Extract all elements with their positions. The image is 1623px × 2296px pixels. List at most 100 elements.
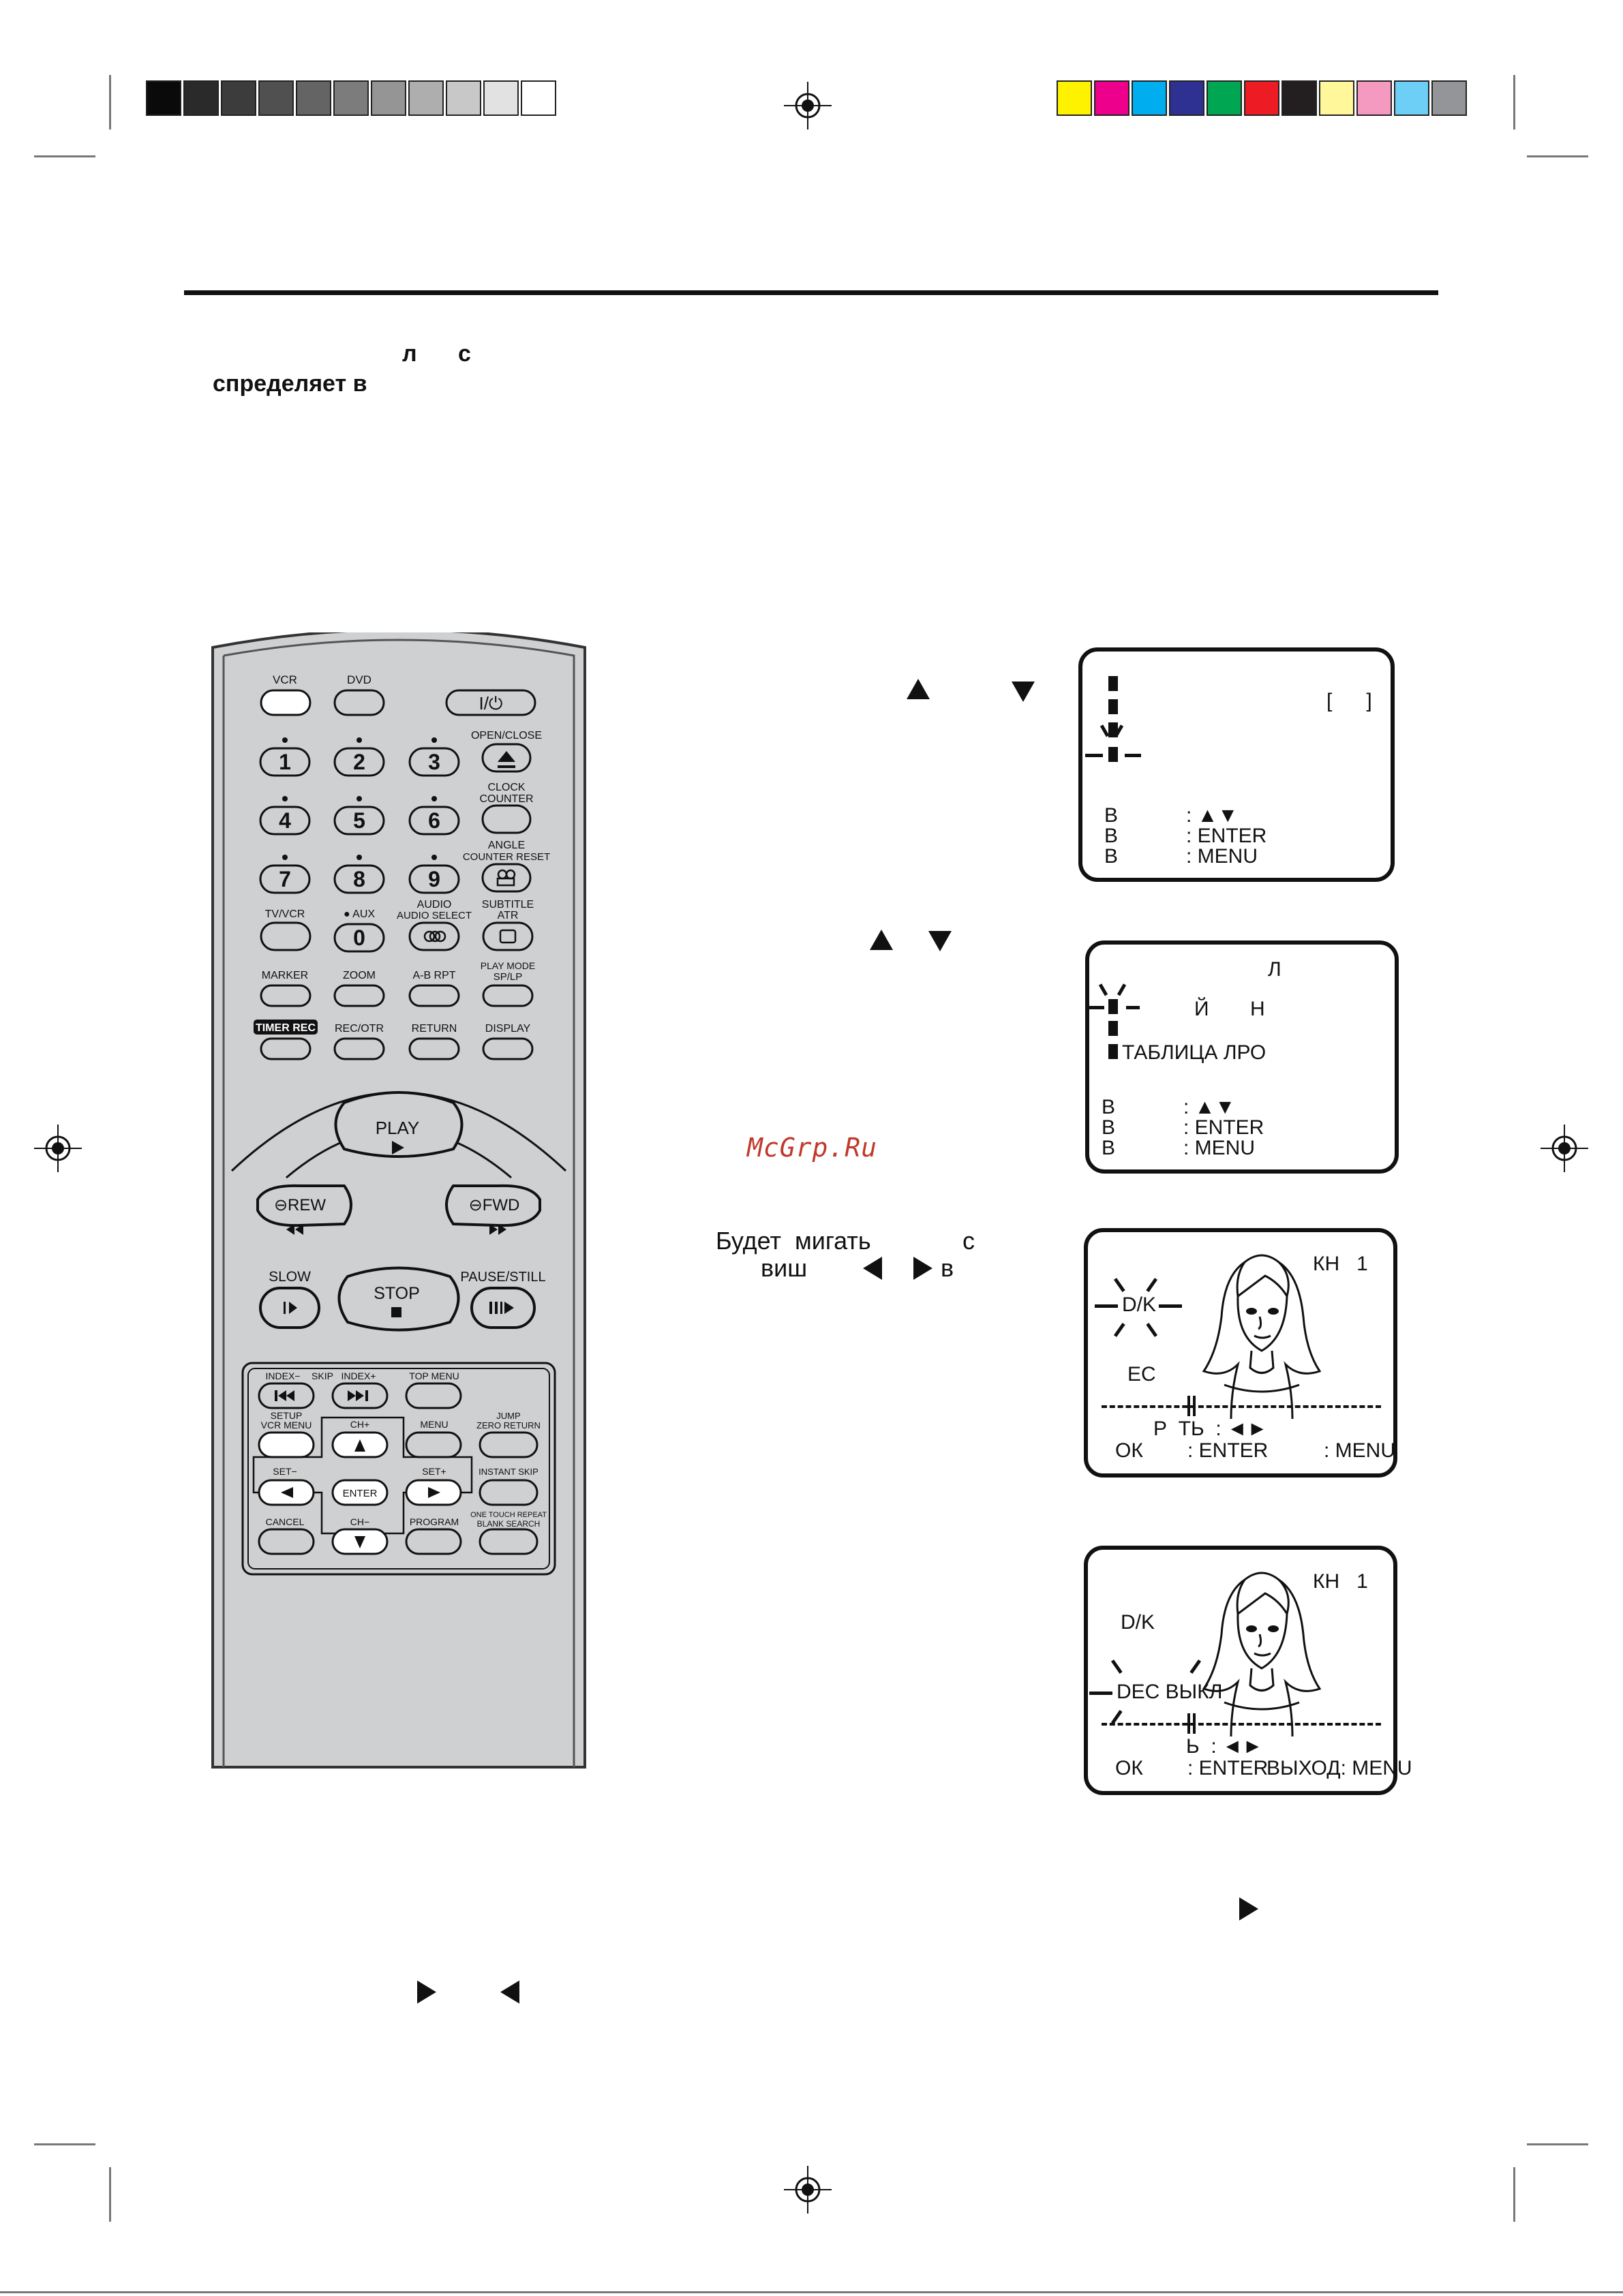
zoom-button[interactable]	[333, 984, 385, 1007]
key-dot	[431, 855, 437, 860]
number-4-button[interactable]	[259, 806, 311, 836]
instant-skip-label: INSTANT SKIP	[479, 1467, 539, 1477]
number-1-button[interactable]	[259, 747, 311, 777]
cursor-mark	[1187, 1396, 1190, 1416]
blink-ray	[1088, 1006, 1104, 1009]
play-button[interactable]	[334, 1091, 464, 1158]
registration-mark-icon	[784, 82, 832, 129]
top-menu-label: TOP MENU	[409, 1371, 459, 1381]
pause-still-button[interactable]	[470, 1287, 536, 1329]
number-6-button[interactable]	[408, 806, 460, 836]
number-2-button[interactable]	[333, 747, 385, 777]
gray-swatch	[371, 80, 406, 116]
ok-keys: : ENTER	[1187, 1757, 1269, 1779]
blink-ray	[1159, 1304, 1182, 1308]
blink-instruction: Будет мигать	[716, 1227, 871, 1255]
slow-icon	[284, 1302, 297, 1314]
key-dot	[431, 796, 437, 801]
channel-indicator: КН 1	[1313, 1253, 1368, 1275]
menu-row-1b: Н	[1250, 998, 1265, 1020]
ok-keys: : ENTER	[1187, 1439, 1269, 1462]
exit-keys: : MENU	[1183, 1137, 1255, 1159]
header-fragment: л	[402, 341, 417, 367]
timer-rec-button[interactable]	[260, 1037, 312, 1060]
return-label: RETURN	[412, 1023, 457, 1035]
exit-keys: : MENU	[1324, 1439, 1395, 1462]
subtitle-button[interactable]	[482, 921, 534, 951]
enter-button[interactable]	[331, 1479, 389, 1506]
play-mode-button[interactable]	[482, 984, 534, 1007]
jump-button[interactable]	[479, 1431, 539, 1458]
subtitle-label: SUBTITLE	[482, 899, 534, 910]
blink-ray	[1113, 1278, 1125, 1292]
setup-button[interactable]	[258, 1431, 315, 1458]
number-7-button[interactable]	[259, 864, 311, 894]
counter-reset-label: COUNTER RESET	[463, 851, 550, 863]
rec-otr-button[interactable]	[333, 1037, 385, 1060]
cursor-mark	[1193, 1396, 1196, 1416]
crop-mark	[1513, 75, 1515, 129]
subtitle-icon	[499, 929, 517, 944]
one-touch-repeat-label: ONE TOUCH REPEAT	[470, 1511, 547, 1519]
registration-mark-icon	[34, 1124, 82, 1172]
ok-label: В	[1104, 825, 1119, 847]
blink-instruction-c: с	[962, 1227, 975, 1255]
gray-swatch	[183, 80, 219, 116]
dec-value: ЕС	[1127, 1363, 1156, 1386]
return-button[interactable]	[408, 1037, 460, 1060]
gray-swatch	[446, 80, 481, 116]
left-arrow-icon	[863, 1257, 882, 1280]
marker-button[interactable]	[260, 984, 312, 1007]
menu-button[interactable]	[405, 1431, 462, 1458]
vcr-button[interactable]	[260, 689, 312, 716]
crop-mark	[1513, 2167, 1515, 2222]
up-arrow-icon	[870, 930, 893, 950]
key-dot	[282, 796, 288, 801]
number-5-button[interactable]	[333, 806, 385, 836]
menu-bullet	[1108, 699, 1118, 714]
dvd-button[interactable]	[333, 689, 385, 716]
menu-bullet	[1108, 676, 1118, 691]
key-dot	[282, 855, 288, 860]
blank-search-button[interactable]	[479, 1528, 539, 1555]
rew-button[interactable]	[256, 1184, 352, 1227]
skip-back-icon	[275, 1390, 294, 1401]
menu-bullet	[1108, 1044, 1118, 1059]
number-8-button[interactable]	[333, 864, 385, 894]
top-menu-button[interactable]	[405, 1382, 462, 1409]
woman-portrait-icon	[1202, 1254, 1322, 1419]
instant-skip-button[interactable]	[479, 1479, 539, 1506]
blank-search-label: BLANK SEARCH	[477, 1519, 541, 1529]
number-8-label: 8	[353, 867, 365, 891]
number-0-button[interactable]	[333, 923, 385, 953]
power-button[interactable]	[445, 689, 536, 716]
color-swatch	[1132, 80, 1167, 116]
tv-vcr-button[interactable]	[260, 921, 312, 951]
ab-repeat-button[interactable]	[408, 984, 460, 1007]
number-9-label: 9	[428, 867, 440, 891]
cursor-mark	[1193, 1713, 1196, 1734]
clock-counter-button[interactable]	[481, 804, 532, 834]
index-minus-label: INDEX−	[266, 1371, 301, 1381]
number-3-button[interactable]	[408, 747, 460, 777]
eject-icon	[498, 751, 515, 768]
osd-screen-3: КН 1 D/K ЕС Р ТЬ : ◄► ОК : ENTER : MENU	[1084, 1228, 1397, 1478]
color-swatch	[1319, 80, 1354, 116]
registration-mark-icon	[1541, 1124, 1588, 1172]
screen-title: Л	[1268, 958, 1281, 981]
cancel-button[interactable]	[258, 1528, 315, 1555]
gray-swatch	[258, 80, 294, 116]
camera-icon	[496, 869, 516, 887]
number-9-button[interactable]	[408, 864, 460, 894]
crop-mark	[109, 75, 111, 129]
blink-ray	[1095, 1304, 1118, 1308]
value-brackets: [ ]	[1326, 690, 1372, 712]
program-button[interactable]	[405, 1528, 462, 1555]
stop-button[interactable]	[337, 1266, 460, 1332]
rew-label: ⊖REW	[274, 1196, 326, 1214]
fwd-button[interactable]	[445, 1184, 541, 1227]
display-button[interactable]	[482, 1037, 534, 1060]
color-swatch	[1057, 80, 1092, 116]
stop-label: STOP	[374, 1284, 420, 1303]
